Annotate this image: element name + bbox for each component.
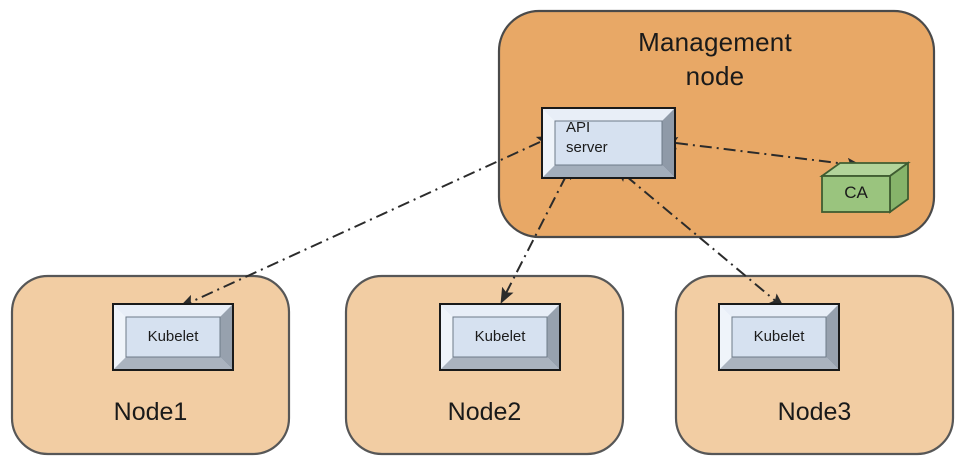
kubelet3-face bbox=[731, 316, 827, 358]
kubelet-box-node1[interactable] bbox=[112, 303, 234, 371]
kubelet1-bevel-bottom bbox=[114, 357, 232, 369]
line-api-to-node1-kubelet bbox=[179, 136, 554, 308]
api-server-bevel-top bbox=[543, 109, 674, 121]
kubelet1-bevel-left bbox=[114, 305, 126, 369]
api-server-bevel-left bbox=[543, 109, 555, 177]
ca-box-front-face bbox=[821, 175, 891, 213]
kubelet2-bevel-right bbox=[547, 305, 559, 369]
kubelet2-bevel-bottom bbox=[441, 357, 559, 369]
api-server-face bbox=[554, 120, 663, 166]
kubelet2-face bbox=[452, 316, 548, 358]
api-server-bevel-right bbox=[662, 109, 674, 177]
ca-box[interactable] bbox=[819, 161, 911, 214]
kubelet2-bevel-top bbox=[441, 305, 559, 317]
kubelet2-bevel-left bbox=[441, 305, 453, 369]
kubelet1-face bbox=[125, 316, 221, 358]
kubelet3-bevel-bottom bbox=[720, 357, 838, 369]
api-server-box[interactable] bbox=[541, 107, 676, 179]
kubelet-box-node3[interactable] bbox=[718, 303, 840, 371]
line-api-to-node3-kubelet bbox=[614, 166, 785, 309]
connection-lines bbox=[179, 136, 863, 309]
api-server-bevel-bottom bbox=[543, 165, 674, 177]
kubelet3-bevel-top bbox=[720, 305, 838, 317]
kubelet-box-node2[interactable] bbox=[439, 303, 561, 371]
kubelet1-bevel-right bbox=[220, 305, 232, 369]
kubelet3-bevel-left bbox=[720, 305, 732, 369]
kubelet1-bevel-top bbox=[114, 305, 232, 317]
line-api-to-ca bbox=[661, 136, 863, 171]
kubelet3-bevel-right bbox=[826, 305, 838, 369]
